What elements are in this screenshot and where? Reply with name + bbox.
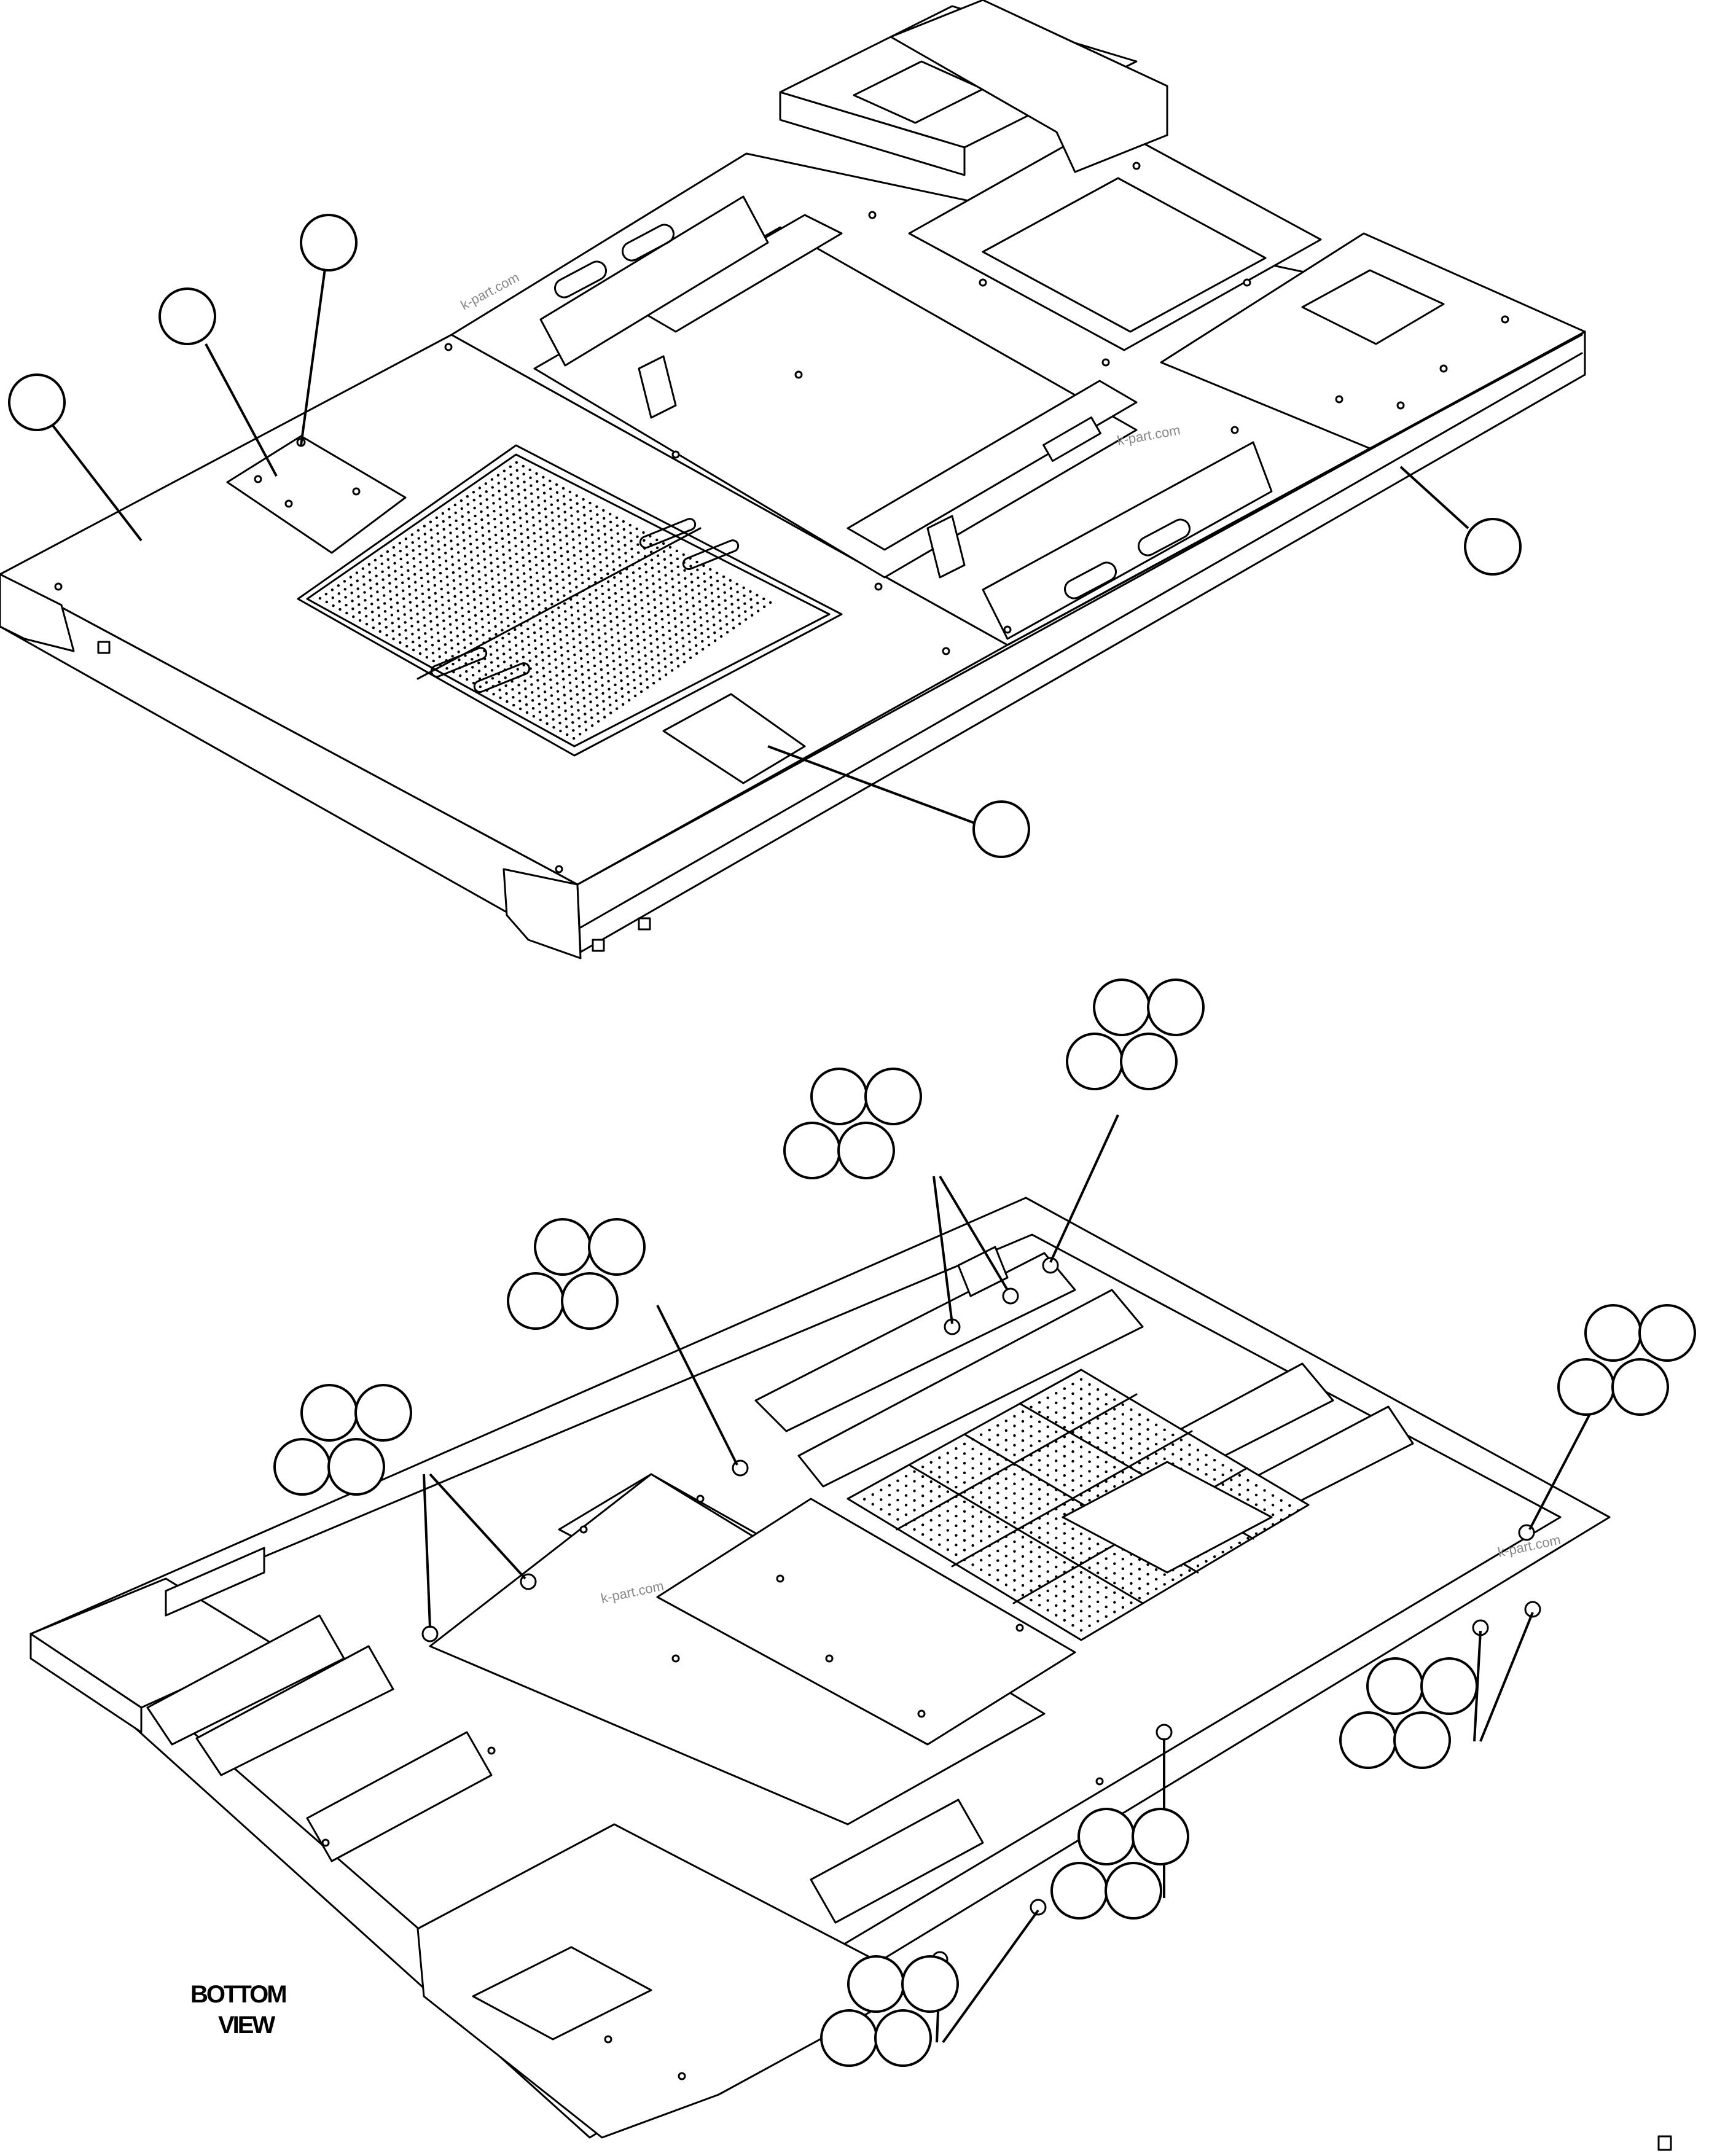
callout-balloon <box>837 1122 895 1179</box>
callout-cluster <box>1339 1657 1478 1769</box>
rear-deck-opening <box>982 177 1267 333</box>
frame-side-rail <box>576 330 1586 953</box>
callout-balloon <box>1393 1711 1451 1769</box>
hanger-bracket <box>926 515 966 579</box>
perforated-mat <box>297 444 843 757</box>
support-foot <box>638 917 651 931</box>
callout-balloon <box>8 373 66 431</box>
callout-balloon <box>901 1955 959 2013</box>
callout-balloon <box>327 1438 385 1496</box>
beam-slot <box>1138 518 1191 557</box>
callout-cluster <box>820 1955 959 2067</box>
callout-balloon <box>588 1218 646 1276</box>
callout-cluster <box>1066 978 1205 1090</box>
side-bracket <box>165 1547 265 1617</box>
callout-balloon <box>1077 1808 1135 1865</box>
callout-balloon <box>820 2009 878 2067</box>
callout-balloon <box>864 1068 922 1125</box>
bottom-mount-bolts <box>421 1257 1541 1968</box>
callout-balloon <box>1557 1358 1615 1416</box>
beam-slot <box>554 260 607 299</box>
callout-balloon <box>847 1955 905 2013</box>
callout-balloon <box>1093 978 1151 1036</box>
callout-cluster <box>273 1384 412 1496</box>
top-callouts <box>8 214 1522 858</box>
front-corner-bracket <box>503 868 582 959</box>
callout-cluster <box>507 1218 646 1330</box>
end-channel-return <box>29 1633 143 1733</box>
top-bolts <box>54 162 1509 873</box>
right-deck-opening <box>1301 269 1445 345</box>
callout-balloon <box>1132 1808 1189 1865</box>
beam-slot <box>1064 561 1117 600</box>
callout-balloon <box>561 1272 619 1330</box>
callout-balloon <box>1420 1657 1478 1715</box>
callout-balloon <box>273 1438 331 1496</box>
bottom-bolts <box>321 1494 1104 2080</box>
floor-panel-b <box>429 1473 1046 1826</box>
cross-beam-b <box>847 380 1138 551</box>
callout-balloon <box>534 1218 592 1276</box>
callout-balloon <box>1366 1657 1424 1715</box>
support-foot <box>592 939 605 952</box>
cross-member <box>797 1289 1144 1488</box>
callout-balloon <box>1066 1033 1124 1090</box>
rear-compartment <box>416 1823 923 2139</box>
callout-balloon <box>810 1068 868 1125</box>
side-bracket <box>957 1246 1009 1297</box>
callout-balloon <box>354 1384 412 1442</box>
bottom-view-assembly: k-part.com k-part.com <box>29 1197 1611 2139</box>
callout-balloon <box>507 1272 565 1330</box>
cross-member <box>810 1799 984 1924</box>
cross-member <box>754 1252 1076 1432</box>
cross-member <box>195 1645 394 1776</box>
cross-beam-c <box>982 441 1273 640</box>
bottom-callouts <box>273 978 1696 2067</box>
callout-cluster <box>1557 1304 1696 1416</box>
callout-balloon <box>1611 1358 1669 1416</box>
callout-balloon <box>874 2009 932 2067</box>
floor-label-plate-front <box>662 693 806 784</box>
callout-balloon <box>1464 518 1522 576</box>
callout-balloon <box>1638 1304 1696 1362</box>
callout-balloon <box>1105 1862 1162 1920</box>
view-caption-line2: VIEW <box>218 2012 275 2039</box>
callout-balloon <box>300 214 358 271</box>
callout-balloon <box>1584 1304 1642 1362</box>
callout-balloon <box>300 1384 358 1442</box>
cross-member <box>306 1731 493 1862</box>
top-cover-side <box>779 91 966 176</box>
floor-panel-c <box>656 1498 1076 1746</box>
callout-balloon <box>972 800 1030 858</box>
callout-cluster <box>783 1068 922 1179</box>
hanger-bracket <box>638 355 677 419</box>
callout-balloon <box>1120 1033 1178 1090</box>
callout-balloon <box>1147 978 1205 1036</box>
left-corner-bracket <box>0 573 75 652</box>
callout-balloon <box>1339 1711 1397 1769</box>
top-rail <box>890 0 1168 173</box>
callout-cluster <box>1050 1808 1189 1920</box>
beam-plate <box>1042 416 1101 462</box>
support-foot <box>97 641 111 654</box>
mount-bracket <box>1062 1461 1273 1574</box>
callout-balloon <box>158 287 216 345</box>
cross-beam-d <box>539 195 769 367</box>
callout-balloon <box>783 1122 841 1179</box>
callout-balloon <box>1050 1862 1108 1920</box>
top-view-assembly: k-part.com k-part.com <box>0 0 1586 959</box>
beam-slot <box>622 224 675 262</box>
sheet-id-mark <box>1657 2135 1672 2151</box>
rear-hatch <box>472 1946 652 2041</box>
view-caption-line1: BOTTOM <box>190 1981 286 2008</box>
